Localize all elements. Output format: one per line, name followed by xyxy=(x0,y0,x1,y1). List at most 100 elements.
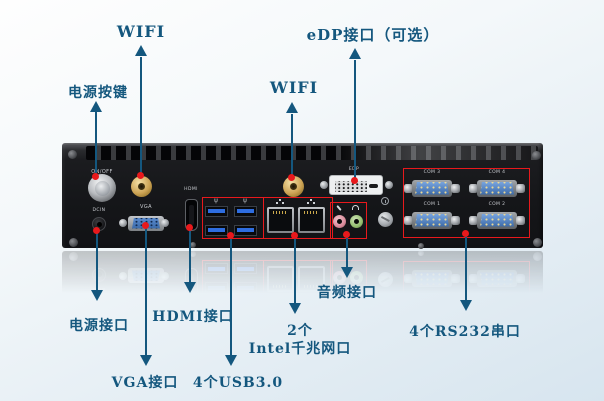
callout-wifi-right-label: WIFI xyxy=(269,78,319,97)
marker-dot xyxy=(343,231,350,238)
edp-screw xyxy=(320,181,328,189)
callout-usb-arrow xyxy=(225,355,237,366)
com-port-label: COM 2 xyxy=(488,202,506,207)
usb-port xyxy=(205,225,228,236)
marker-dot xyxy=(462,230,469,237)
marker-dot xyxy=(288,174,295,181)
callout-power-in-line xyxy=(96,231,98,290)
callout-wifi-left-line xyxy=(140,57,142,176)
callout-com-label: 4个RS232串口 xyxy=(409,324,521,340)
callout-audio-label: 音频接口 xyxy=(317,285,377,301)
power-button-label: ON/OFF xyxy=(91,169,113,175)
industrial-pc-rear-panel: ON/OFF DCIN VGA HDMI ψ ψ xyxy=(62,143,543,249)
wifi-antenna-right xyxy=(282,175,304,197)
antenna-connector-hole xyxy=(289,182,297,190)
hdmi-label: HDMI xyxy=(184,187,198,192)
panel-screw xyxy=(418,243,424,249)
callout-wifi-left-label: WIFI xyxy=(116,22,166,41)
usb-tongue xyxy=(208,209,225,213)
rj45-cavity xyxy=(269,209,292,231)
callout-vga-line xyxy=(145,226,147,355)
callout-vga-arrow xyxy=(140,355,152,366)
callout-usb-line xyxy=(230,236,232,355)
vent-grille xyxy=(86,146,538,160)
rj45-cavity xyxy=(300,209,323,231)
rj45-pins xyxy=(304,211,319,214)
audio-highlight-box xyxy=(330,202,367,239)
lan-icon xyxy=(279,199,281,201)
usb-port xyxy=(234,206,257,217)
vga-screw xyxy=(161,219,169,227)
callout-lan-label-line1: 2个 xyxy=(287,323,313,339)
usb-icon: ψ xyxy=(214,197,218,204)
corner-screw xyxy=(68,150,77,159)
jack-hole xyxy=(336,218,342,224)
com-port xyxy=(469,211,525,229)
marker-dot xyxy=(291,232,298,239)
callout-com-arrow xyxy=(460,300,472,311)
ground-screw-slot xyxy=(380,216,390,222)
usb-port xyxy=(234,225,257,236)
usb-icon: ψ xyxy=(243,197,247,204)
ground-icon xyxy=(381,197,389,205)
ground-screw xyxy=(377,211,393,227)
callout-hdmi-label: HDMI接口 xyxy=(152,309,234,325)
corner-screw xyxy=(533,238,542,247)
callout-lan-arrow xyxy=(289,303,301,314)
vga-label: VGA xyxy=(140,204,152,210)
callout-lan-label-line2: Intel千兆网口 xyxy=(248,341,352,357)
hdmi-port xyxy=(184,199,198,231)
edp-flat-slot xyxy=(369,184,378,188)
callout-hdmi-line xyxy=(189,228,191,282)
callout-power-button-arrow xyxy=(90,101,102,112)
callout-audio-arrow xyxy=(341,267,353,278)
callout-wifi-right-arrow xyxy=(286,102,298,113)
callout-wifi-right-line xyxy=(291,114,293,178)
marker-dot xyxy=(227,232,234,239)
dc-in-label: DCIN xyxy=(92,208,106,213)
com-port xyxy=(404,211,460,229)
callout-hdmi-arrow xyxy=(184,282,196,293)
corner-screw xyxy=(532,151,541,160)
callout-power-button-line xyxy=(95,112,97,177)
edp-screw xyxy=(385,181,393,189)
hdmi-slot xyxy=(188,205,194,225)
callout-power-in-arrow xyxy=(91,290,103,301)
callout-edp-line xyxy=(354,60,356,181)
mic-jack xyxy=(332,214,346,228)
callout-usb-label: 4个USB3.0 xyxy=(192,375,284,391)
com-port-label: COM 3 xyxy=(423,170,441,175)
corner-screw xyxy=(69,238,78,247)
marker-dot xyxy=(142,222,149,229)
callout-lan-label: 2个 Intel千兆网口 xyxy=(249,322,351,358)
marker-dot xyxy=(186,224,193,231)
com-port-label: COM 1 xyxy=(423,202,441,207)
callout-edp-arrow xyxy=(349,48,361,59)
marker-dot xyxy=(93,227,100,234)
headphone-jack xyxy=(349,214,363,228)
usb-tongue xyxy=(237,228,254,232)
callout-power-button-label: 电源按键 xyxy=(68,85,128,101)
callout-audio-line xyxy=(346,235,348,267)
ethernet-port xyxy=(298,207,325,233)
panel-screw xyxy=(190,242,196,248)
usb-port xyxy=(205,206,228,217)
com-port xyxy=(469,179,525,197)
callout-edp-label: eDP接口（可选） xyxy=(306,26,440,44)
rj45-pins xyxy=(273,211,288,214)
lan-icon xyxy=(310,199,312,201)
edp-port xyxy=(329,175,383,195)
power-button-cap xyxy=(94,180,110,196)
marker-dot xyxy=(92,173,99,180)
jack-hole xyxy=(353,218,359,224)
headphone-icon xyxy=(352,205,359,210)
callout-wifi-left-arrow xyxy=(135,45,147,56)
com-port xyxy=(404,179,460,197)
usb-tongue xyxy=(237,209,254,213)
edp-pin-grid xyxy=(335,180,367,192)
callout-com-line xyxy=(465,234,467,300)
usb-tongue xyxy=(208,228,225,232)
callout-vga-label: VGA接口 xyxy=(111,375,179,391)
callout-lan-line xyxy=(294,236,296,303)
